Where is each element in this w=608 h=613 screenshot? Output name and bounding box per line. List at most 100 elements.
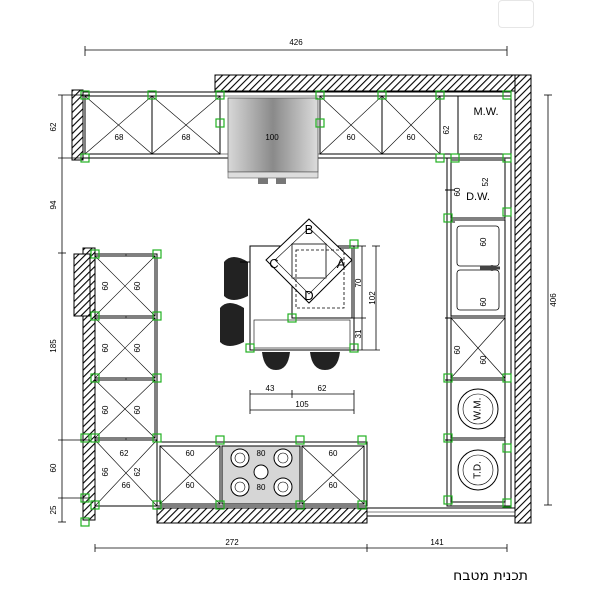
snap-point[interactable] [152, 249, 162, 259]
window-button[interactable] [498, 0, 534, 28]
dishwasher [450, 159, 506, 219]
snap-point[interactable] [295, 435, 305, 445]
left-upper-wall [71, 89, 84, 161]
snap-point[interactable] [80, 433, 90, 443]
dim-label: 105 [295, 400, 309, 409]
snap-point[interactable] [215, 500, 225, 510]
washer-label: W.M. [473, 398, 484, 421]
top-cell-label: 68 [115, 133, 124, 142]
snap-point[interactable] [443, 495, 453, 505]
snap-point[interactable] [152, 373, 162, 383]
plan-title: תכנית מטבח [453, 568, 528, 584]
dim-label: 60 [133, 281, 142, 290]
dim-bottom-left: 272 [225, 538, 239, 547]
snap-point[interactable] [90, 500, 100, 510]
snap-point[interactable] [147, 90, 157, 100]
dim-label: 66 [101, 467, 110, 476]
snap-point[interactable] [152, 433, 162, 443]
snap-point[interactable] [287, 313, 297, 323]
snap-point[interactable] [295, 500, 305, 510]
dim-label: 60 [133, 405, 142, 414]
dim-label: 102 [368, 291, 377, 305]
dim-label: 60 [101, 281, 110, 290]
dimension-lines: 426 406 272 141 62 94 185 60 25 [49, 38, 558, 552]
dim-label: 62 [318, 384, 327, 393]
kitchen-island: A B C D [220, 218, 355, 370]
dim-label: 60 [49, 463, 58, 472]
dim-label: 31 [354, 329, 363, 338]
snap-point[interactable] [435, 90, 445, 100]
left-cabinet-run: 60 60 60 60 60 60 62 62 66 66 [94, 253, 158, 507]
microwave-label: M.W. [473, 106, 498, 118]
island-side-label: D [304, 288, 313, 303]
snap-point[interactable] [435, 153, 445, 163]
dim-label: 70 [354, 278, 363, 287]
dim-label: 60 [453, 345, 462, 354]
snap-point[interactable] [357, 435, 367, 445]
snap-point[interactable] [502, 153, 512, 163]
snap-point[interactable] [357, 500, 367, 510]
dim-bottom-right: 141 [430, 538, 444, 547]
snap-point[interactable] [502, 207, 512, 217]
snap-point[interactable] [349, 343, 359, 353]
top-cell-label: 62 [474, 133, 483, 142]
snap-point[interactable] [502, 443, 512, 453]
dim-label: 185 [49, 339, 58, 353]
dishwasher-label: D.W. [466, 191, 490, 203]
sink-bowl [456, 225, 500, 267]
dim-label: 60 [329, 481, 338, 490]
snap-point[interactable] [349, 239, 359, 249]
bar-stools [220, 257, 340, 370]
island-side-label: C [269, 256, 278, 271]
dim-label: 60 [329, 449, 338, 458]
snap-point[interactable] [315, 118, 325, 128]
top-cell-label: 60 [347, 133, 356, 142]
snap-point[interactable] [80, 517, 90, 527]
snap-point[interactable] [215, 435, 225, 445]
snap-point[interactable] [245, 343, 255, 353]
snap-point[interactable] [502, 498, 512, 508]
dim-label: 62 [49, 122, 58, 131]
snap-point[interactable] [502, 90, 512, 100]
dim-label: 60 [101, 343, 110, 352]
top-cabinet-run: 68 68 100 60 60 62 62 M.W. [82, 91, 512, 184]
island-side-label: A [337, 256, 346, 271]
snap-point[interactable] [443, 433, 453, 443]
cooktop-burners [230, 448, 293, 497]
dim-label: 66 [122, 481, 131, 490]
range-hood [227, 97, 319, 173]
bottom-wall [156, 507, 368, 524]
dim-top-total: 426 [289, 38, 303, 47]
dim-label: 52 [481, 177, 490, 186]
snap-point[interactable] [215, 118, 225, 128]
dim-label: 25 [49, 505, 58, 514]
dim-label: 80 [257, 449, 266, 458]
dim-label: 60 [186, 449, 195, 458]
snap-point[interactable] [152, 311, 162, 321]
snap-point[interactable] [443, 373, 453, 383]
top-cell-label: 68 [182, 133, 191, 142]
dim-right-total: 406 [549, 293, 558, 307]
top-cell-label: 100 [265, 133, 279, 142]
dim-label: 60 [133, 343, 142, 352]
snap-point[interactable] [450, 153, 460, 163]
snap-point[interactable] [152, 500, 162, 510]
top-cell-label: 60 [407, 133, 416, 142]
snap-point[interactable] [215, 90, 225, 100]
dim-label: 60 [453, 187, 462, 196]
snap-point[interactable] [90, 433, 100, 443]
dim-label: 60 [479, 237, 488, 246]
snap-point[interactable] [443, 213, 453, 223]
snap-point[interactable] [90, 311, 100, 321]
dim-label: 60 [479, 355, 488, 364]
dim-label: 80 [257, 483, 266, 492]
snap-point[interactable] [377, 90, 387, 100]
snap-point[interactable] [90, 373, 100, 383]
sink-bowl [456, 269, 500, 311]
snap-point[interactable] [502, 373, 512, 383]
top-cell-label: 62 [442, 125, 451, 134]
snap-point[interactable] [315, 90, 325, 100]
snap-point[interactable] [90, 249, 100, 259]
walls [71, 74, 532, 524]
